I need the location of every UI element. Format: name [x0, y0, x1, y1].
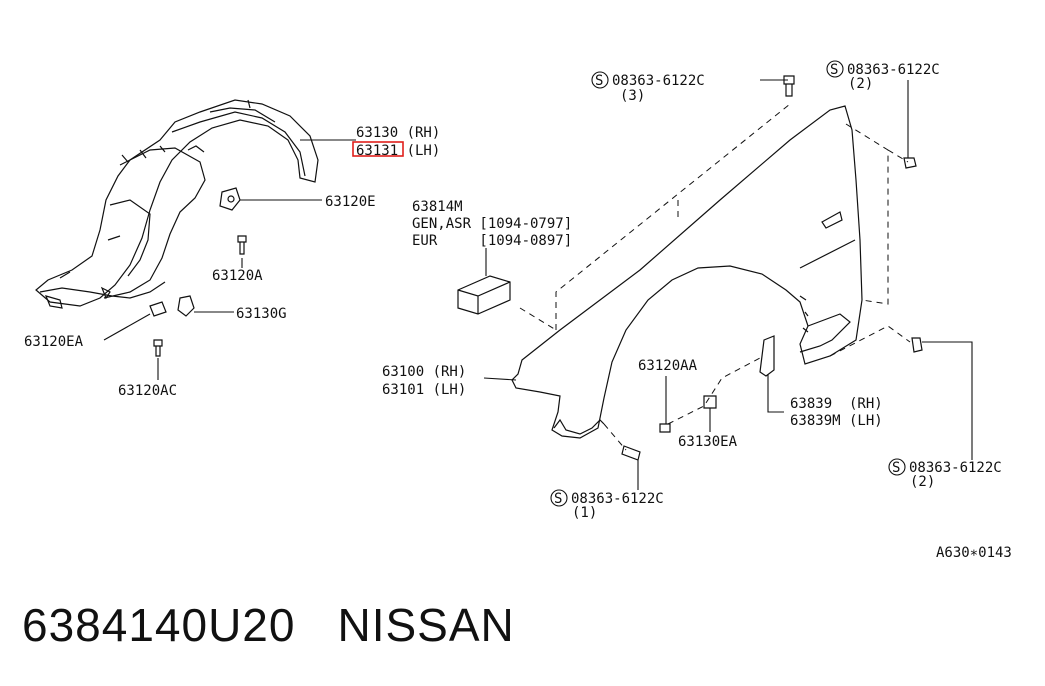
bolt-bottom [621, 445, 641, 461]
highlight-box [352, 141, 404, 157]
label-bolt-topright: 08363-6122C [847, 62, 940, 78]
part-number: 6384140U20 [22, 599, 296, 651]
seal-63814M [457, 275, 511, 315]
label-63839M: 63839M (LH) [790, 413, 883, 429]
label-63120AA: 63120AA [638, 358, 698, 374]
screw-symbol-icon [550, 489, 568, 507]
screw-symbol-text: S [595, 73, 603, 89]
callout-bolt-top: S 08363-6122C (3) [591, 71, 705, 104]
screw-63120A [237, 235, 247, 255]
callout-bolt-topright: S 08363-6122C (2) [826, 60, 940, 92]
part-number-footer: 6384140U20 NISSAN [22, 598, 557, 652]
front-fender [511, 105, 863, 439]
label-63130EA: 63130EA [678, 434, 738, 450]
label-63814M-eur: EUR [1094-0897] [412, 233, 572, 249]
label-bolt-bottom: 08363-6122C [571, 491, 664, 507]
screw-symbol-icon [888, 458, 906, 476]
label-63814M-gen: GEN,ASR [1094-0797] [412, 216, 572, 232]
brand-name: NISSAN [337, 599, 515, 651]
screw-symbol-icon [591, 71, 609, 89]
leader-63120EA [103, 313, 151, 341]
label-63814M: 63814M [412, 199, 463, 215]
leader-63839 [767, 374, 784, 413]
dash-63839 [667, 357, 761, 425]
bolt-right [911, 337, 923, 353]
screw-symbol-icon [826, 60, 844, 78]
dash-top-left [555, 103, 791, 330]
dash-seal [519, 307, 557, 331]
label-bolt-right-qty: (2) [910, 474, 935, 490]
label-63100: 63100 (RH) [382, 364, 466, 380]
clip-63130G [177, 295, 195, 317]
label-bolt-right: 08363-6122C [909, 460, 1002, 476]
screw-63120AA [659, 423, 671, 433]
leader-63100 [483, 377, 517, 381]
screw-symbol-text: S [830, 62, 838, 78]
dash-bolt-bottom [603, 423, 627, 451]
label-bolt-topright-qty: (2) [848, 76, 873, 92]
label-63839: 63839 (RH) [790, 396, 883, 412]
bolt-topright [903, 157, 917, 169]
fender-liner [35, 99, 319, 309]
label-63130: 63130 (RH) [356, 125, 440, 141]
label-63130G: 63130G [236, 306, 287, 322]
callout-bolt-right: S 08363-6122C (2) [888, 458, 1002, 490]
bolt-top [783, 75, 795, 97]
label-63120EA: 63120EA [24, 334, 84, 350]
clip-63130EA [703, 395, 717, 409]
diagram-code: A630∗0143 [936, 545, 1012, 561]
label-63120E: 63120E [325, 194, 376, 210]
label-bolt-bottom-qty: (1) [572, 505, 597, 521]
leader-bolt-right [922, 341, 973, 460]
label-63120AC: 63120AC [118, 383, 177, 399]
bracket-63839 [759, 335, 775, 377]
screw-symbol-text: S [554, 491, 562, 507]
label-63131: 63131 (LH) [356, 143, 440, 159]
label-bolt-top: 08363-6122C [612, 73, 705, 89]
dash-bolt-topright [887, 149, 909, 163]
label-63120A: 63120A [212, 268, 263, 284]
dash-right [845, 123, 889, 305]
screw-symbol-text: S [892, 460, 900, 476]
clip-63120E [219, 187, 241, 211]
callout-bolt-bottom: S 08363-6122C (1) [550, 489, 664, 521]
label-bolt-top-qty: (3) [620, 88, 645, 104]
label-63101: 63101 (LH) [382, 382, 466, 398]
screw-63120AC [153, 339, 163, 357]
clip-63120EA [149, 301, 167, 317]
